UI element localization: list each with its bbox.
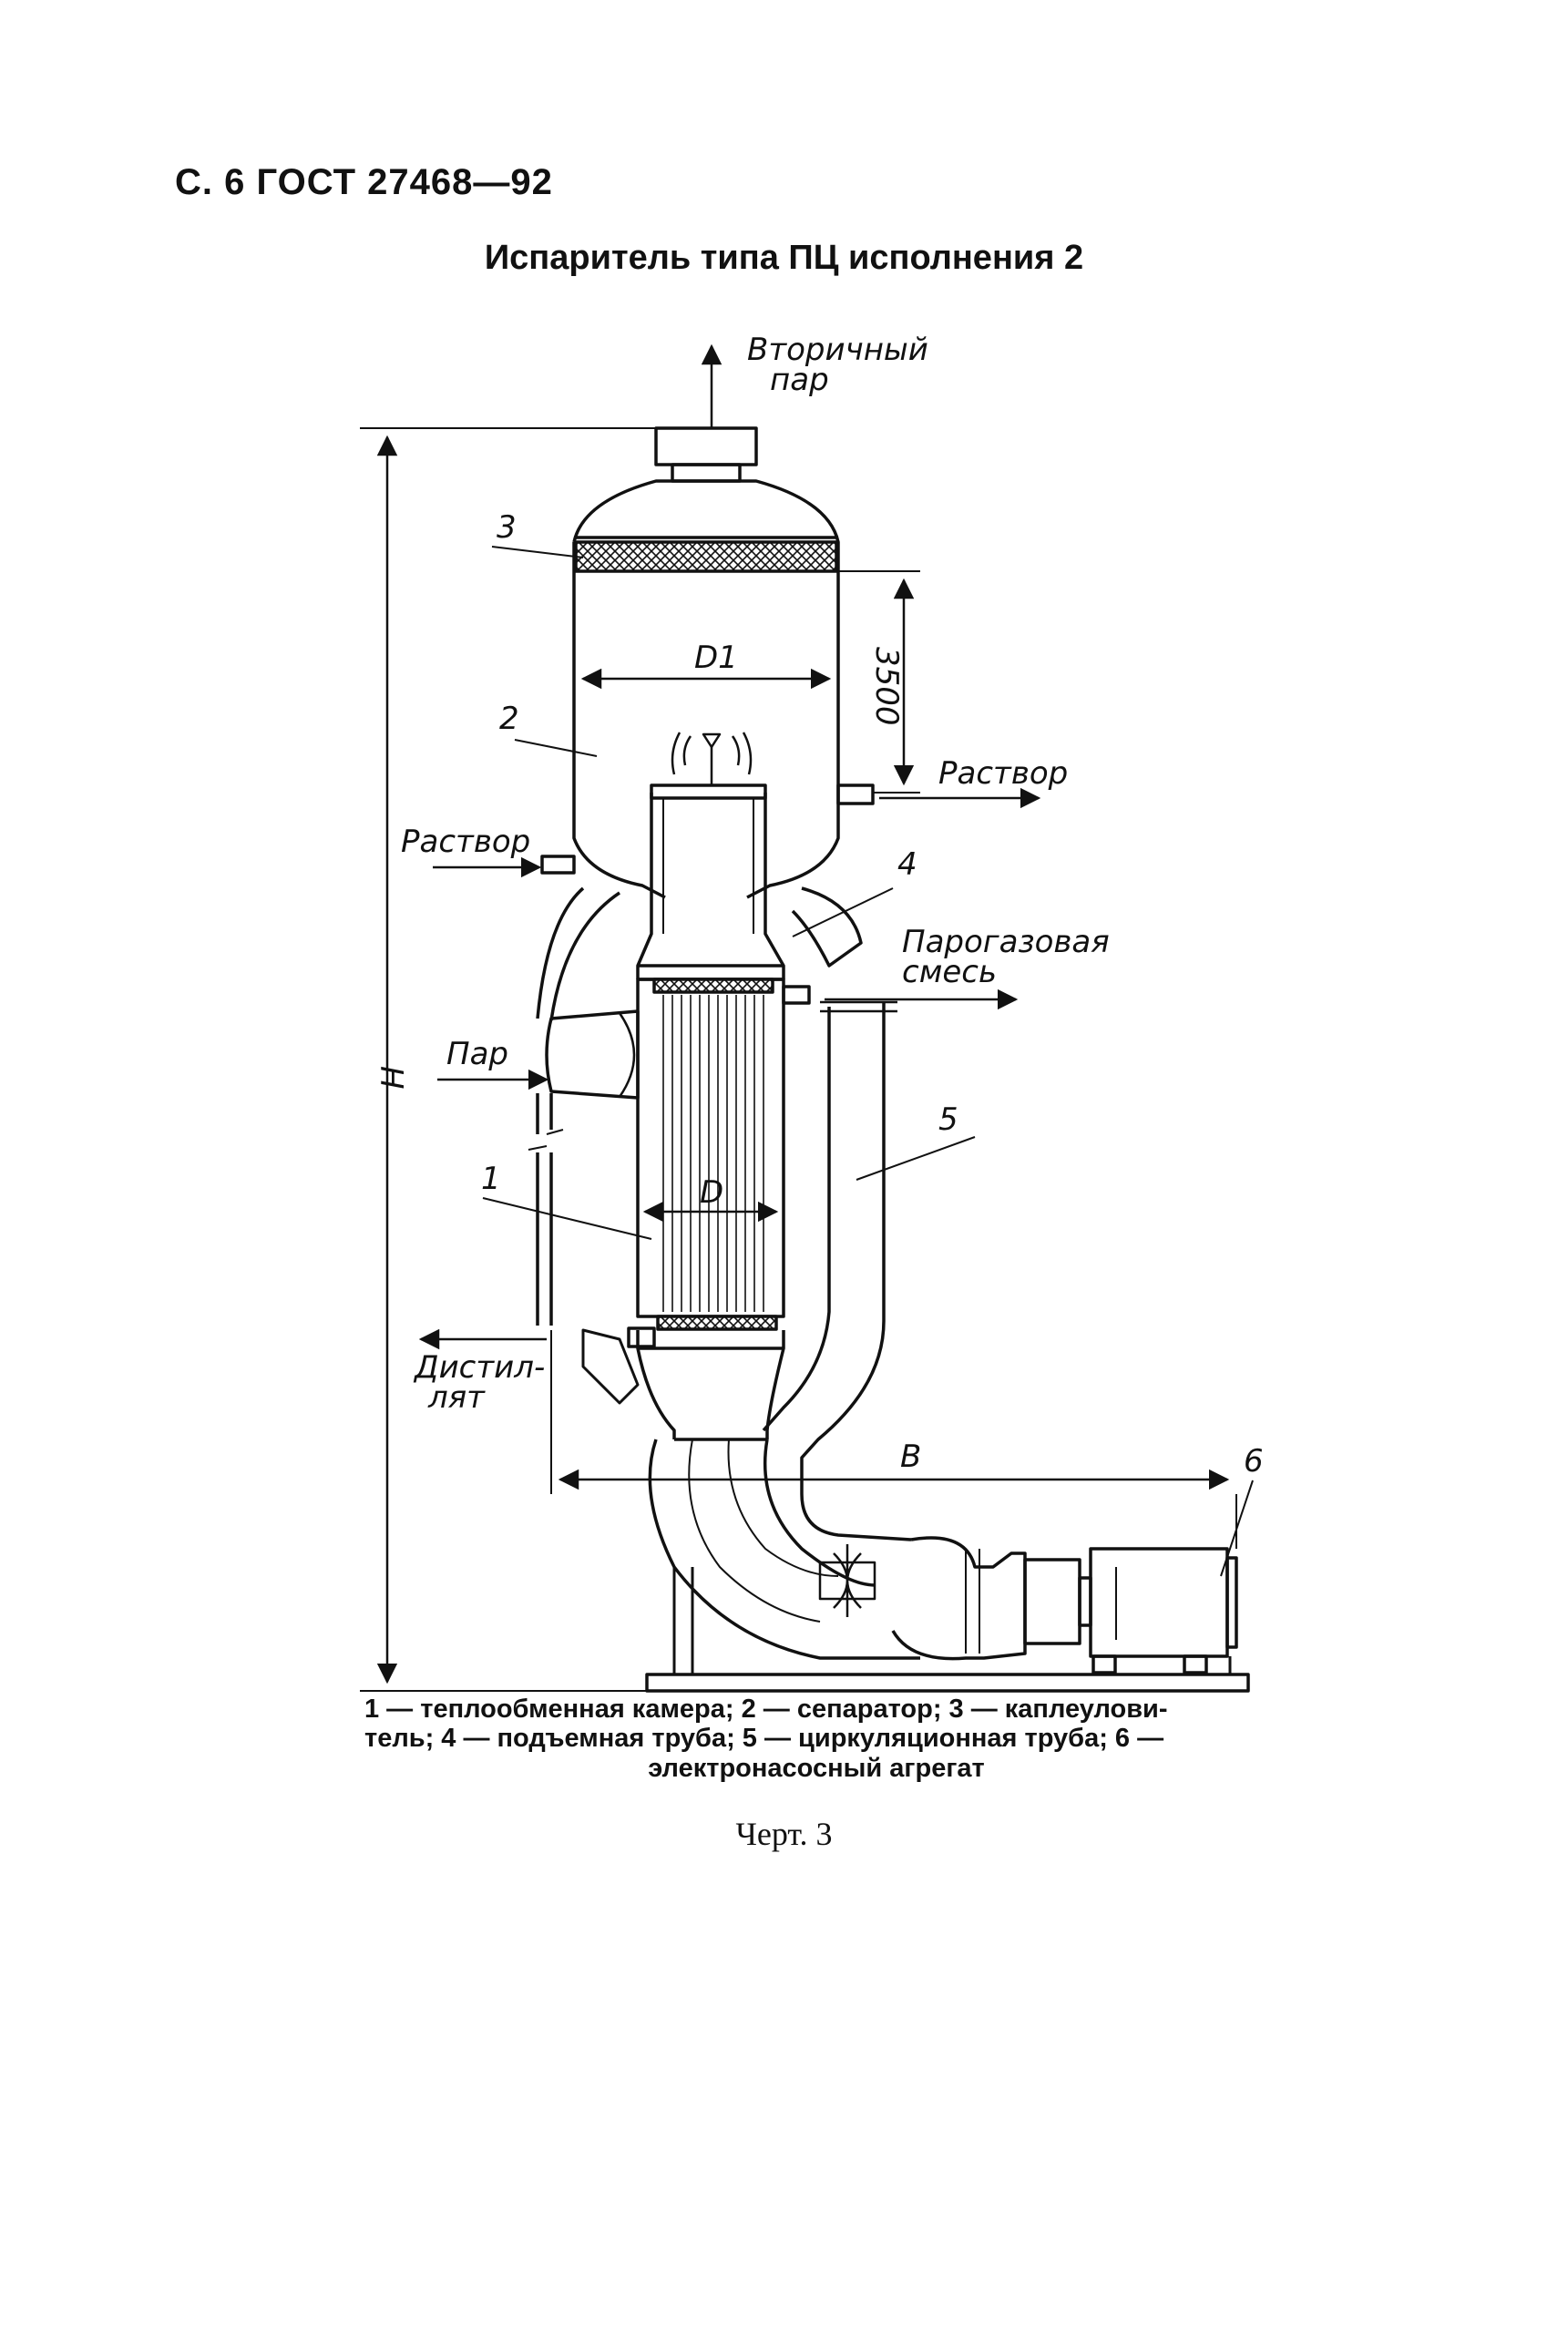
pump-casing	[891, 1536, 1027, 1661]
figure-legend: 1 — теплообменная камера; 2 — сепаратор;…	[364, 1695, 1268, 1783]
label-secondary-steam-2: пар	[770, 362, 829, 398]
callout-1: 1	[481, 1161, 501, 1197]
callout-2: 2	[499, 701, 519, 737]
lower-cone	[636, 1330, 785, 1439]
heat-exchange-chamber	[636, 978, 785, 1318]
figure-title: Испаритель типа ПЦ исполнения 2	[484, 239, 1084, 277]
label-gas-mixture-2: смесь	[902, 954, 997, 990]
callout-4: 4	[897, 846, 917, 883]
label-steam: Пар	[446, 1036, 508, 1072]
mist-eliminator	[574, 540, 838, 573]
dimension-3500: 3500	[868, 647, 905, 726]
impeller-icon	[818, 1544, 876, 1617]
solution-inlet-nozzle	[540, 855, 576, 875]
label-distillate-2: лят	[427, 1379, 486, 1416]
label-distillate: Дистил-	[413, 1349, 545, 1386]
legend-line: 1 — теплообменная камера; 2 — сепаратор;…	[364, 1695, 1168, 1724]
left-side-pipe	[536, 886, 620, 1021]
document-header: С. 6 ГОСТ 27468—92	[175, 162, 553, 202]
legend-line: электронасосный агрегат	[648, 1753, 985, 1783]
label-solution-out: Раствор	[938, 755, 1068, 792]
pump-elbow	[648, 1439, 920, 1660]
separator-vessel	[572, 479, 840, 899]
dimension-d: D	[700, 1174, 723, 1211]
electric-motor	[1023, 1547, 1238, 1674]
circulation-pipe	[762, 1002, 912, 1541]
spray-symbol	[671, 732, 753, 785]
base-frame	[645, 1567, 1250, 1693]
dimension-b: B	[900, 1439, 921, 1475]
label-gas-mixture: Парогазовая	[902, 924, 1110, 960]
distillate-nozzle	[627, 1326, 656, 1348]
riser-pipe	[636, 793, 785, 979]
dimension-d1: D1	[694, 640, 738, 676]
callout-6: 6	[1244, 1443, 1264, 1480]
callout-3-label: 3	[497, 509, 517, 546]
label-secondary-steam: Вторичный	[747, 332, 928, 368]
figure-caption: Черт. 3	[735, 1816, 833, 1852]
tube-bundle	[662, 995, 764, 1312]
legend-line: тель; 4 — подъемная труба; 5 — циркуляци…	[364, 1724, 1164, 1754]
top-outlet-nozzle	[654, 426, 758, 483]
dimension-h: H	[373, 1066, 409, 1090]
callout-5: 5	[938, 1101, 958, 1138]
label-solution-in: Раствор	[401, 824, 530, 860]
steam-inlet	[545, 1009, 640, 1100]
solution-outlet-nozzle	[836, 783, 875, 805]
